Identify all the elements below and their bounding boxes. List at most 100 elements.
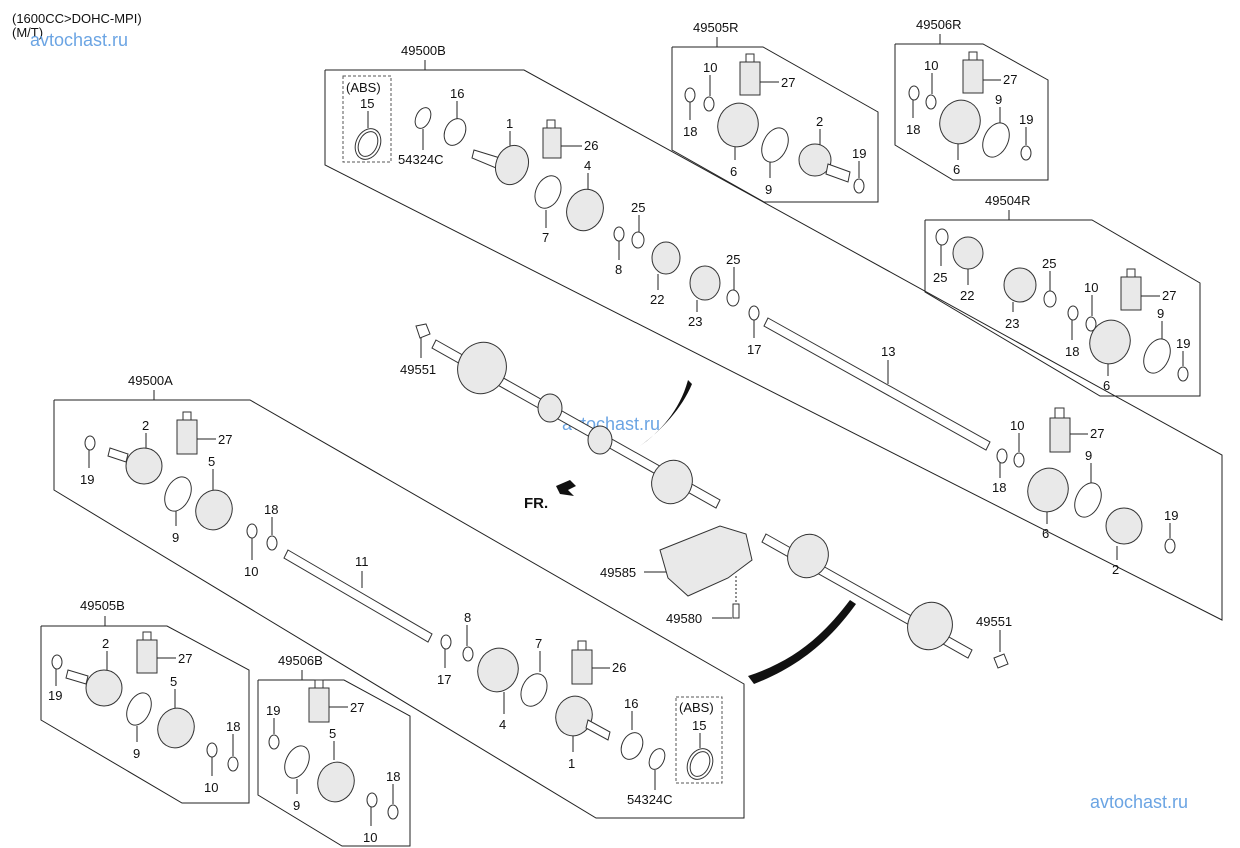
group-label-49500A[interactable]: 49500A [128,373,173,388]
part-label-1-top[interactable]: 1 [506,116,513,131]
panel-49505R: 49505R 18 10 27 6 9 2 19 [671,20,879,203]
part-label-54324C-top[interactable]: 54324C [398,152,444,167]
part-label-49585[interactable]: 49585 [600,565,636,580]
part-label-27-500A[interactable]: 27 [218,432,232,447]
part-label-9-506B[interactable]: 9 [293,798,300,813]
part-label-49551-a[interactable]: 49551 [400,362,436,377]
part-label-17-500A[interactable]: 17 [437,672,451,687]
part-label-27-505B[interactable]: 27 [178,651,192,666]
part-label-18-505B[interactable]: 18 [226,719,240,734]
part-label-49580[interactable]: 49580 [666,611,702,626]
part-label-13[interactable]: 13 [881,344,895,359]
group-label-49505R[interactable]: 49505R [693,20,739,35]
part-label-22-504R[interactable]: 22 [960,288,974,303]
part-label-49551-b[interactable]: 49551 [976,614,1012,629]
part-label-6-505R[interactable]: 6 [730,164,737,179]
part-label-27-506B[interactable]: 27 [350,700,364,715]
part-label-18-504R[interactable]: 18 [1065,344,1079,359]
group-label-49500B[interactable]: 49500B [401,43,446,58]
group-label-49504R[interactable]: 49504R [985,193,1031,208]
part-label-9-505B[interactable]: 9 [133,746,140,761]
part-label-5-500A[interactable]: 5 [208,454,215,469]
part-label-9-505R[interactable]: 9 [765,182,772,197]
part-label-17-top[interactable]: 17 [747,342,761,357]
group-label-49506B[interactable]: 49506B [278,653,323,668]
part-label-10-506B[interactable]: 10 [363,830,377,845]
part-label-6-r[interactable]: 6 [1042,526,1049,541]
bracket-group: 49585 49580 [600,525,753,626]
part-label-27-506R[interactable]: 27 [1003,72,1017,87]
transmission-label: (M/T) [12,25,44,40]
part-label-18-506R[interactable]: 18 [906,122,920,137]
part-label-5-506B[interactable]: 5 [329,726,336,741]
part-label-23-504R[interactable]: 23 [1005,316,1019,331]
tripod-housing-r-icon [1105,507,1143,545]
part-label-4-500A[interactable]: 4 [499,717,506,732]
part-label-8-500A[interactable]: 8 [464,610,471,625]
part-label-9-504R[interactable]: 9 [1157,306,1164,321]
part-label-19-506R[interactable]: 19 [1019,112,1033,127]
seal-ring-icon [443,118,467,146]
part-label-19-505R[interactable]: 19 [852,146,866,161]
part-label-27-505R[interactable]: 27 [781,75,795,90]
part-label-25-b[interactable]: 25 [726,252,740,267]
panel-49506B: 49506B 19 27 9 5 10 18 [257,653,411,847]
part-label-26-top[interactable]: 26 [584,138,598,153]
part-label-1-500A[interactable]: 1 [568,756,575,771]
part-label-10-500A[interactable]: 10 [244,564,258,579]
panel-49504R-outline [924,219,1201,397]
part-label-15-500A[interactable]: 15 [692,718,706,733]
part-label-16-top[interactable]: 16 [450,86,464,101]
panel-49500B: 49500B (ABS) 15 54324C 16 1 26 [324,43,1223,621]
part-label-27-r[interactable]: 27 [1090,426,1104,441]
part-label-23-top[interactable]: 23 [688,314,702,329]
part-label-25-504R-a[interactable]: 25 [933,270,947,285]
part-label-10-r[interactable]: 10 [1010,418,1024,433]
part-label-22-top[interactable]: 22 [650,292,664,307]
group-label-49505B[interactable]: 49505B [80,598,125,613]
part-label-18-506B[interactable]: 18 [386,769,400,784]
part-label-2-505B[interactable]: 2 [102,636,109,651]
part-label-4-top[interactable]: 4 [584,158,591,173]
part-label-18-505R[interactable]: 18 [683,124,697,139]
part-label-8-top[interactable]: 8 [615,262,622,277]
pointer-arrow-icon [640,380,692,446]
part-label-18-500A[interactable]: 18 [264,502,278,517]
part-label-9-506R[interactable]: 9 [995,92,1002,107]
part-label-11[interactable]: 11 [355,554,369,569]
part-label-2-505R[interactable]: 2 [816,114,823,129]
part-label-15-top[interactable]: 15 [360,96,374,111]
boot-icon [566,188,604,232]
part-label-7-top[interactable]: 7 [542,230,549,245]
part-label-10-505B[interactable]: 10 [204,780,218,795]
part-label-2-500A[interactable]: 2 [142,418,149,433]
part-label-19-505B[interactable]: 19 [48,688,62,703]
clamp-icon [631,231,645,249]
part-label-6-504R[interactable]: 6 [1103,378,1110,393]
part-label-18-r[interactable]: 18 [992,480,1006,495]
part-label-9-r[interactable]: 9 [1085,448,1092,463]
part-label-10-505R[interactable]: 10 [703,60,717,75]
part-label-19-504R[interactable]: 19 [1176,336,1190,351]
part-label-16-500A[interactable]: 16 [624,696,638,711]
part-label-2-r[interactable]: 2 [1112,562,1119,577]
part-label-27-504R[interactable]: 27 [1162,288,1176,303]
part-label-6-506R[interactable]: 6 [953,162,960,177]
part-label-26-500A[interactable]: 26 [612,660,626,675]
part-label-25-a[interactable]: 25 [631,200,645,215]
part-label-10-504R[interactable]: 10 [1084,280,1098,295]
part-label-19-500A[interactable]: 19 [80,472,94,487]
part-label-19-r[interactable]: 19 [1164,508,1178,523]
front-direction-arrow-icon [556,480,576,496]
shaft-assembly-icon [431,339,721,509]
group-label-49506R[interactable]: 49506R [916,17,962,32]
part-label-19-506B[interactable]: 19 [266,703,280,718]
part-label-9-500A[interactable]: 9 [172,530,179,545]
part-label-25-504R-b[interactable]: 25 [1042,256,1056,271]
part-label-7-500A[interactable]: 7 [535,636,542,651]
panel-49506R: 49506R 18 10 27 6 9 19 [894,17,1049,181]
part-label-5-505B[interactable]: 5 [170,674,177,689]
part-label-54324C-500A[interactable]: 54324C [627,792,673,807]
part-label-10-506R[interactable]: 10 [924,58,938,73]
